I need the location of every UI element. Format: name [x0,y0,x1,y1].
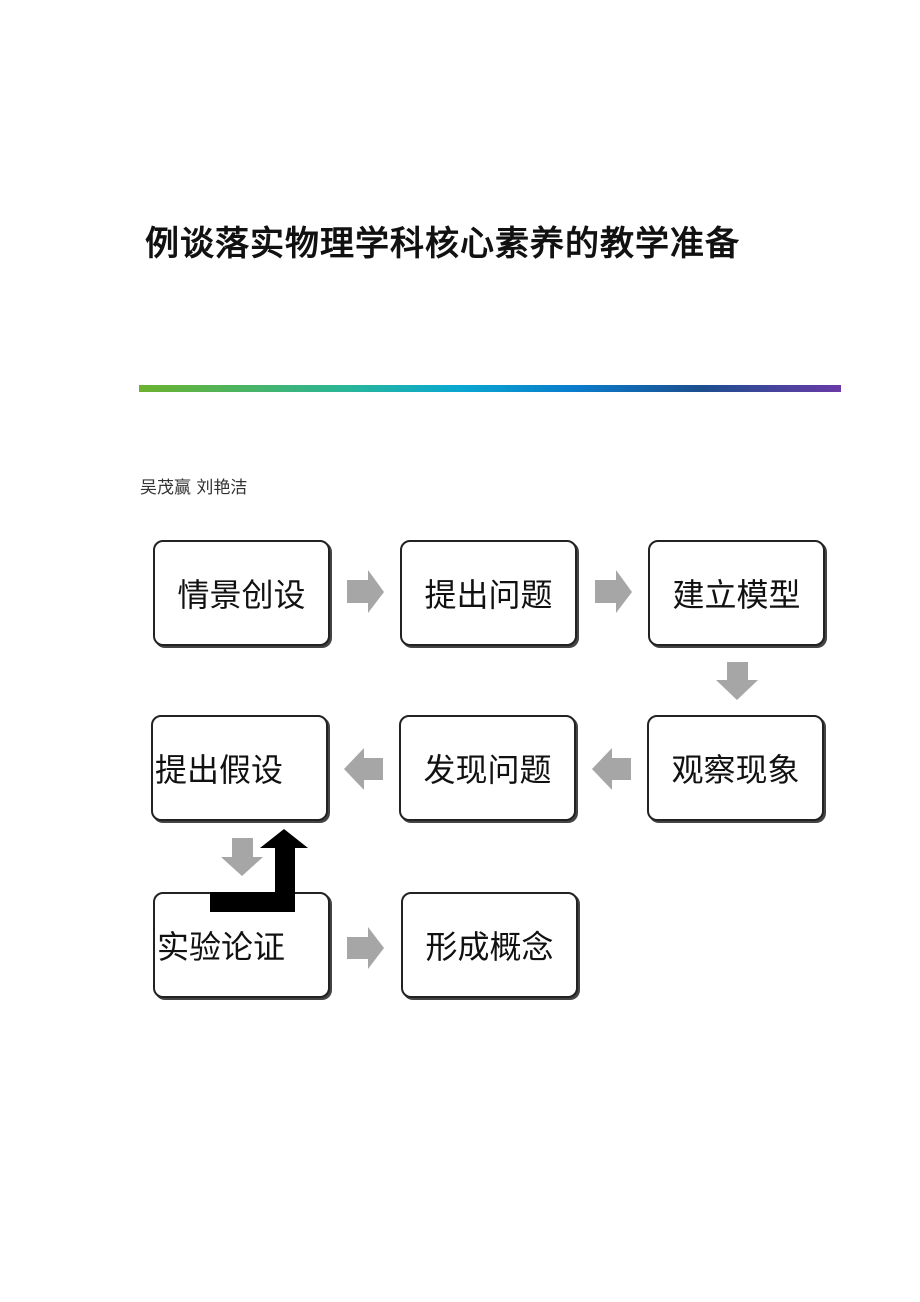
arrow-left-icon [344,748,383,790]
arrow-down-icon [221,838,263,876]
step-raise-question: 提出问题 [400,540,577,646]
step-propose-hypothesis: 提出假设 [151,715,328,821]
step-discover-problem: 发现问题 [399,715,576,821]
step-experiment-verify: 实验论证 [153,892,330,998]
title-divider [139,385,841,392]
arrow-right-icon [595,570,632,613]
arrow-right-icon [347,927,384,969]
step-form-concept: 形成概念 [401,892,578,998]
step-build-model: 建立模型 [648,540,825,646]
document-title: 例谈落实物理学科核心素养的教学准备 [145,224,740,264]
arrow-left-icon [592,748,631,790]
arrow-right-icon [347,570,384,613]
arrow-down-icon [716,662,758,700]
step-scenario-creation: 情景创设 [153,540,330,646]
feedback-arrow-icon [210,829,308,912]
step-observe-phenomenon: 观察现象 [647,715,824,821]
authors: 吴茂赢 刘艳洁 [140,478,248,498]
